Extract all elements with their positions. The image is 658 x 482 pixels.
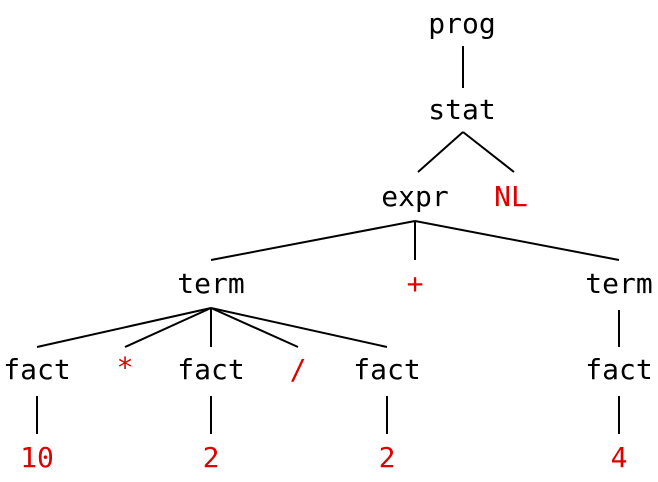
node-num-10: 10 — [20, 441, 54, 474]
node-nl: NL — [494, 180, 528, 213]
nonterminal-nodes: prog stat expr term term fact fact fact … — [3, 7, 652, 386]
edge-stat-nl — [462, 131, 515, 173]
terminal-nodes: NL + * / 10 2 2 4 — [20, 180, 627, 474]
edge-term-fact-1 — [36, 307, 212, 348]
node-num-2b: 2 — [379, 441, 396, 474]
node-mul: * — [117, 351, 134, 384]
node-stat: stat — [428, 93, 495, 126]
node-fact-1: fact — [3, 353, 70, 386]
node-term-right: term — [585, 267, 652, 300]
node-num-2a: 2 — [203, 441, 220, 474]
node-fact-4: fact — [585, 353, 652, 386]
edge-term-mul — [124, 307, 212, 348]
node-plus: + — [407, 267, 424, 300]
node-fact-3: fact — [353, 353, 420, 386]
edge-term-fact-3 — [210, 307, 388, 348]
node-div: / — [290, 353, 307, 386]
node-term-left: term — [177, 267, 244, 300]
node-prog: prog — [428, 7, 495, 40]
edge-expr-term-left — [210, 220, 416, 261]
edge-expr-term-right — [414, 220, 620, 261]
node-fact-2: fact — [177, 353, 244, 386]
edge-stat-expr — [417, 131, 464, 173]
node-num-4: 4 — [611, 441, 628, 474]
tree-edges — [36, 46, 620, 434]
node-expr: expr — [381, 180, 448, 213]
edge-term-div — [210, 307, 299, 348]
